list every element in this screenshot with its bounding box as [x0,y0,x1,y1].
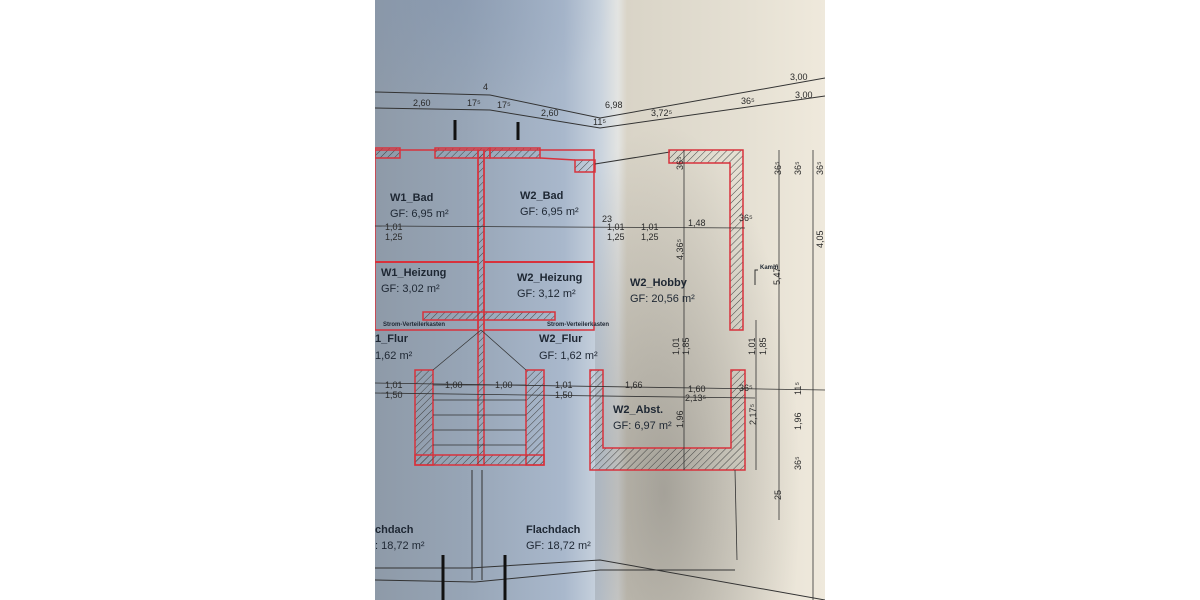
dim-label: 17⁵ [497,100,511,110]
dim-label: 1,01 [747,337,757,355]
dim-label: 5,47⁵ [772,263,782,285]
room-name-w2-bad: W2_Bad [520,190,564,202]
dim-label: 2,17⁵ [748,403,758,425]
strom-label: Strom-Verteilerkasten [547,322,610,328]
room-area-w2-abst: GF: 6,97 m² [613,420,672,432]
floor-plan-drawing [375,77,825,600]
dim-label: 1,60 [688,384,706,394]
dim-label: 36⁵ [793,456,803,470]
dim-label: 1,00 [495,380,513,390]
dim-label: 1,00 [445,380,463,390]
room-name-w1-heizung: W1_Heizung [381,267,447,279]
dim-label: 3,00 [795,90,813,100]
room-area-w1-flur: 1,62 m² [375,350,413,362]
dim-label: 36⁵ [793,161,803,175]
dim-label: 1,01 [671,337,681,355]
room-area-w1-bad: GF: 6,95 m² [390,208,449,220]
dim-label: 2,60 [541,108,559,118]
dim-label: 25 [773,489,783,500]
dim-label: 6,98 [605,100,623,110]
dim-label: 1,96 [793,412,803,430]
room-area-w2-bad: GF: 6,95 m² [520,206,579,218]
room-area-w1-heizung: GF: 3,02 m² [381,283,440,295]
shadow-overlay [375,0,615,120]
dim-label: 36⁵ [773,161,783,175]
room-name-w1-bad: W1_Bad [390,192,434,204]
dim-label: 4 [483,82,489,92]
strom-label: Strom-Verteilerkasten [383,322,446,328]
dim-label: 1,01 [641,222,659,232]
dim-label: 2,60 [413,98,431,108]
room-name-w2-flur: W2_Flur [539,333,583,345]
room-name-w2-heizung: W2_Heizung [517,272,583,284]
room-name-flachdach-w2: Flachdach [526,524,581,536]
dim-label: 36⁵ [739,213,753,223]
dim-label: 36⁵ [815,161,825,175]
dim-label: 1,01 [385,380,403,390]
floor-plan-photo: 4 3,00 2,60 17⁵ 17⁵ 2,60 11⁵ 6,98 3,72⁵ … [375,0,825,600]
dim-label: 23 [602,214,613,224]
dim-label: 1,50 [555,390,573,400]
room-name-w2-hobby: W2_Hobby [630,277,687,289]
dim-label: 3,72⁵ [651,108,673,118]
dim-label: 1,01 [385,222,403,232]
dim-label: 1,25 [385,232,403,242]
dim-label: 1,85 [758,337,768,355]
dim-label: 1,01 [555,380,573,390]
dim-label: 4,36⁵ [675,238,685,260]
kamin-label: Kamin [760,265,779,271]
room-area-flachdach-w2: GF: 18,72 m² [526,540,591,552]
dim-label: 36⁵ [741,96,755,106]
room-name-w1-flur: 1_Flur [375,333,409,345]
dim-label: 1,66 [625,380,643,390]
dim-label: 4,05 [815,230,825,248]
dim-label: 1,01 [607,222,625,232]
dim-label: 17⁵ [467,98,481,108]
room-area-w2-heizung: GF: 3,12 m² [517,288,576,300]
dim-label: 11⁵ [793,381,803,395]
dim-label: 3,00 [790,72,808,82]
dim-label: 1,85 [681,337,691,355]
room-name-flachdach-w1: chdach [375,524,414,536]
dim-label: 1,96 [675,410,685,428]
room-name-w2-abst: W2_Abst. [613,404,664,416]
dim-label: 36⁵ [675,156,685,170]
dim-label: 1,25 [607,232,625,242]
dim-label: 2,13⁵ [685,393,707,403]
room-area-flachdach-w1: : 18,72 m² [375,540,425,552]
dim-label: 11⁵ [593,117,607,127]
room-area-w2-hobby: GF: 20,56 m² [630,293,695,305]
dim-label: 1,25 [641,232,659,242]
dim-label: 1,48 [688,218,706,228]
dim-label: 36⁵ [739,383,753,393]
dim-label: 1,50 [385,390,403,400]
room-area-w2-flur: GF: 1,62 m² [539,350,598,362]
